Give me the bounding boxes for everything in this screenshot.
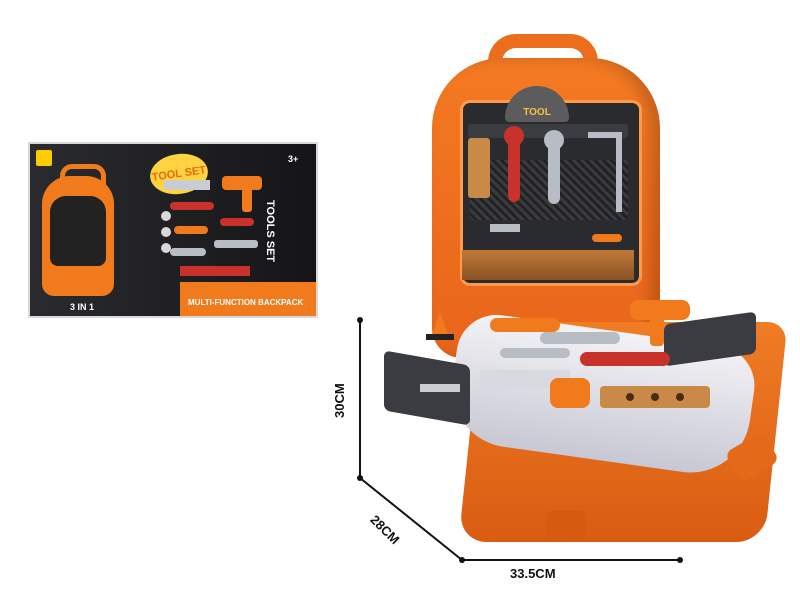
- toy-nut: [161, 211, 171, 221]
- orange-drill-handle: [650, 316, 664, 346]
- red-wrench: [508, 132, 520, 202]
- toy-nut: [161, 227, 171, 237]
- box-backpack-face: [50, 196, 106, 266]
- toy-drill: [222, 176, 262, 190]
- small-hammer: [490, 224, 520, 232]
- box-orange-band: [180, 282, 316, 316]
- toy-wrench-red: [170, 202, 214, 210]
- orange-screwdriver: [592, 234, 622, 242]
- bolt: [420, 384, 460, 392]
- ruler-hole: [676, 393, 684, 401]
- hacksaw-frame: [588, 132, 622, 138]
- height-line-end: [357, 317, 363, 323]
- toy-screwdriver: [174, 226, 208, 234]
- orange-screwdriver-large: [490, 318, 560, 332]
- toy-drill-handle: [242, 188, 252, 212]
- hanging-tools: [468, 126, 622, 242]
- silver-wrench: [500, 348, 570, 358]
- ruler-hole: [626, 393, 634, 401]
- orange-drill-body: [630, 300, 690, 320]
- box-backpack-handle: [60, 164, 106, 187]
- box-multifunction-label: MULTI-FUNCTION BACKPACK: [188, 298, 304, 307]
- tray-tools: [420, 300, 710, 408]
- traffic-cone-icon: [432, 312, 448, 334]
- hand-saw-handle: [550, 378, 590, 408]
- box-3in1-label: 3 IN 1: [70, 302, 95, 312]
- toy-saw: [164, 180, 210, 190]
- hand-saw-blade: [480, 370, 570, 388]
- cone-base: [426, 334, 454, 340]
- toy-pliers: [220, 218, 254, 226]
- box-vertical-title: TOOLS SET: [264, 200, 276, 263]
- backpack-foot: [546, 510, 586, 540]
- toy-ruler: [180, 266, 250, 276]
- hacksaw-side: [616, 132, 622, 212]
- wood-block-tool: [468, 138, 490, 198]
- width-dimension-label: 33.5CM: [510, 566, 556, 581]
- width-line-end: [677, 557, 683, 563]
- red-wrench-head: [504, 126, 524, 146]
- width-line-start: [459, 557, 465, 563]
- silver-pliers: [540, 332, 620, 344]
- red-handle-tool: [580, 352, 670, 366]
- toy-spanner: [170, 248, 206, 256]
- ruler-hole: [651, 393, 659, 401]
- brand-logo-icon: [36, 150, 52, 166]
- depth-dimension-label: 28CM: [367, 512, 403, 548]
- age-label: 3+: [288, 154, 299, 164]
- wood-floor-panel: [462, 250, 634, 280]
- silver-spanner: [548, 134, 560, 204]
- retail-box-image: TOOL SET 3+ TOOLS SET 3 IN 1 MULTI-FUNCT…: [28, 142, 318, 318]
- toy-nut: [161, 243, 171, 253]
- silver-spanner-head: [544, 130, 564, 150]
- box-window-tools: [161, 176, 262, 276]
- depth-line-end: [357, 475, 363, 481]
- toy-hammer: [214, 240, 258, 248]
- height-dimension-label: 30CM: [332, 383, 347, 418]
